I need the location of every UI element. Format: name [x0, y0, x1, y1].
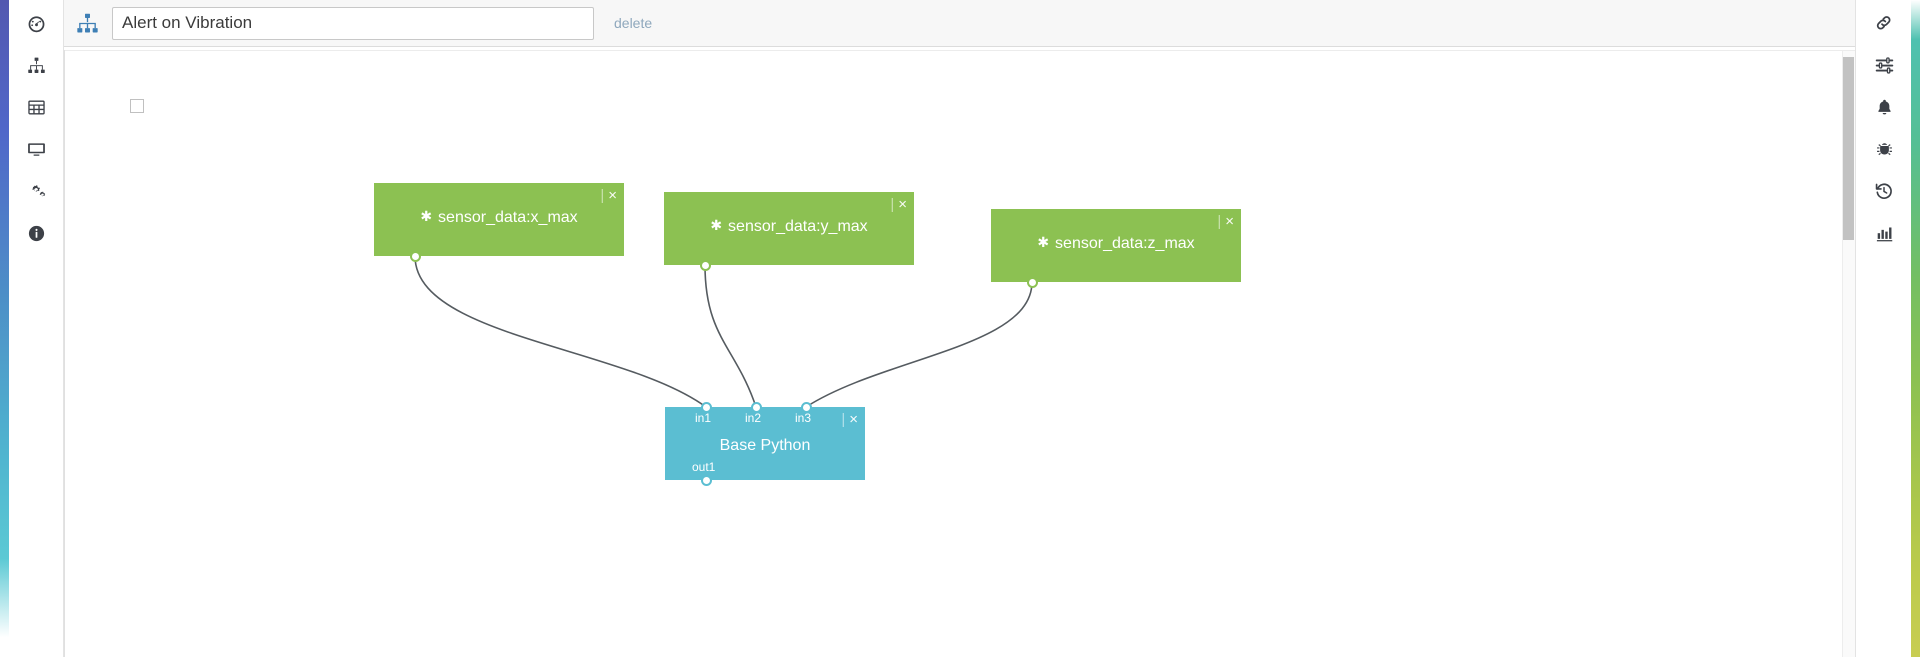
node-close-icon[interactable]: |× — [841, 412, 859, 427]
node-output-port-0[interactable] — [699, 259, 711, 271]
delete-flow-link[interactable]: delete — [614, 15, 653, 31]
sitemap-icon — [27, 56, 46, 75]
port-label-in2: in2 — [745, 411, 762, 425]
info-circle-icon — [27, 224, 46, 243]
node-label: sensor_data:z_max — [1055, 235, 1195, 252]
panel-item-properties[interactable] — [1856, 50, 1912, 80]
asterisk-icon: ✱ — [710, 217, 723, 233]
node-input-port-in2[interactable] — [750, 401, 762, 413]
close-icon[interactable]: × — [898, 196, 908, 213]
node-close-divider: | — [1217, 213, 1223, 230]
node-close-icon[interactable]: |× — [600, 188, 618, 203]
port-label-in1: in1 — [695, 411, 712, 425]
dashboard-icon — [27, 14, 46, 33]
history-icon — [1874, 181, 1894, 201]
node-title: Base Python — [665, 437, 865, 455]
node-input-port-in3[interactable] — [800, 401, 812, 413]
flow-title-input[interactable] — [112, 6, 594, 40]
bell-icon — [1875, 98, 1894, 117]
panel-item-alerts[interactable] — [1856, 92, 1912, 122]
edge-layer — [414, 255, 1033, 408]
sliders-icon — [1874, 55, 1895, 76]
close-icon[interactable]: × — [608, 187, 618, 204]
flow-node-y_max[interactable]: ✱ sensor_data:y_max |× — [664, 192, 914, 271]
sidebar-item-flows[interactable] — [9, 50, 64, 80]
edge-y_max-to-in2 — [704, 264, 757, 408]
canvas-vertical-scrollbar[interactable] — [1842, 51, 1855, 657]
canvas-top-border — [65, 50, 1855, 51]
left-accent-gradient — [0, 0, 9, 657]
sidebar-item-settings[interactable] — [9, 176, 64, 206]
flow-node-z_max[interactable]: ✱ sensor_data:z_max |× — [991, 209, 1241, 288]
node-title: ✱ sensor_data:x_max — [374, 208, 624, 227]
cogs-icon — [27, 181, 47, 201]
link-icon — [1874, 13, 1894, 33]
node-close-icon[interactable]: |× — [1217, 214, 1235, 229]
sitemap-icon — [73, 9, 101, 37]
node-output-port-0[interactable] — [409, 250, 421, 262]
right-accent-gradient — [1911, 0, 1920, 657]
node-output-port-out1[interactable] — [700, 474, 712, 486]
chart-bar-icon — [1875, 224, 1894, 243]
node-close-divider: | — [890, 196, 896, 213]
port-label-out1: out1 — [692, 460, 716, 474]
node-input-port-in1[interactable] — [700, 401, 712, 413]
node-close-divider: | — [841, 411, 847, 428]
desktop-icon — [27, 140, 46, 159]
port-label-in3: in3 — [795, 411, 812, 425]
flow-node-x_max[interactable]: ✱ sensor_data:x_max |× — [374, 183, 624, 262]
editor-header: delete — [64, 0, 1855, 47]
canvas-left-border — [64, 50, 65, 657]
table-icon — [27, 98, 46, 117]
node-label: sensor_data:x_max — [438, 209, 578, 226]
panel-item-statistics[interactable] — [1856, 218, 1912, 248]
scrollbar-thumb[interactable] — [1843, 57, 1854, 240]
edge-z_max-to-in3 — [805, 281, 1033, 408]
right-sidebar — [1855, 0, 1911, 657]
panel-item-connections[interactable] — [1856, 8, 1912, 38]
node-close-icon[interactable]: |× — [890, 197, 908, 212]
close-icon[interactable]: × — [849, 411, 859, 428]
close-icon[interactable]: × — [1225, 213, 1235, 230]
flow-node-base_python[interactable]: Base Python |× in1 in2 in3 out1 — [665, 401, 865, 486]
flow-canvas[interactable]: ✱sensor_data:x_max|×✱sensor_data:y_max|×… — [64, 47, 1855, 657]
node-label: Base Python — [719, 437, 811, 454]
canvas-selection-handle[interactable] — [130, 99, 144, 113]
bug-icon — [1875, 140, 1894, 159]
sidebar-item-data[interactable] — [9, 92, 64, 122]
panel-item-history[interactable] — [1856, 176, 1912, 206]
sidebar-item-dashboard[interactable] — [9, 8, 64, 38]
left-sidebar — [9, 0, 64, 657]
node-title: ✱ sensor_data:y_max — [664, 217, 914, 236]
sidebar-item-devices[interactable] — [9, 134, 64, 164]
edge-x_max-to-in1 — [414, 255, 707, 408]
node-title: ✱ sensor_data:z_max — [991, 234, 1241, 253]
sidebar-item-info[interactable] — [9, 218, 64, 248]
panel-item-debug[interactable] — [1856, 134, 1912, 164]
node-output-port-0[interactable] — [1026, 276, 1038, 288]
node-label: sensor_data:y_max — [728, 218, 868, 235]
asterisk-icon: ✱ — [420, 208, 433, 224]
asterisk-icon: ✱ — [1037, 234, 1050, 250]
node-close-divider: | — [600, 187, 606, 204]
